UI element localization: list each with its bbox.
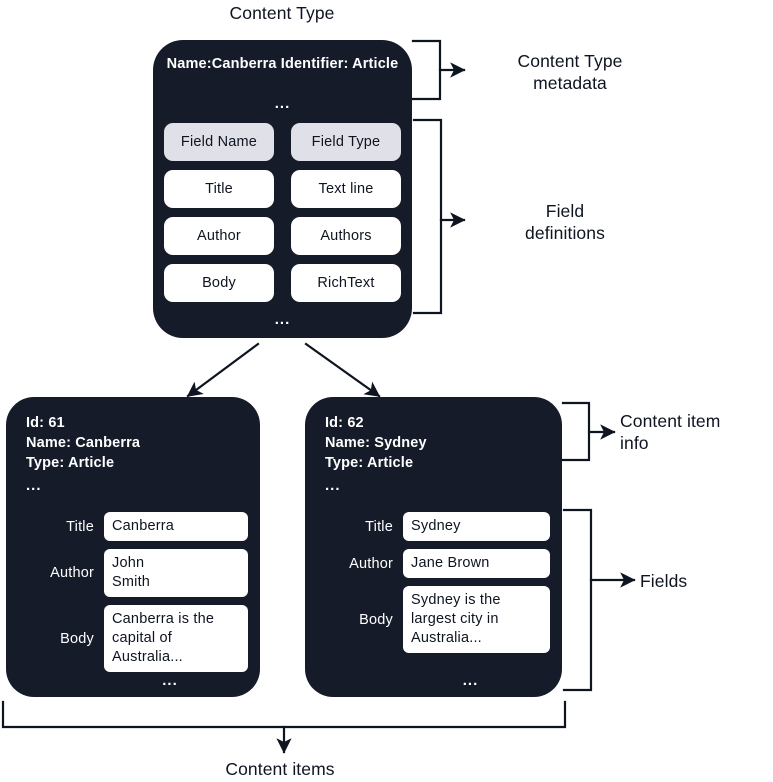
- arrow-to-content-item-61: [186, 342, 260, 398]
- content-item-info-ellipsis: ...: [26, 477, 42, 494]
- field-row: Author Jane Brown: [317, 549, 550, 578]
- field-type-header: Field Type: [291, 123, 401, 161]
- field-definitions-table: Field Name Field Type Title Text line Au…: [164, 123, 401, 302]
- page-title: Content Type: [229, 3, 335, 23]
- field-type-cell: Text line: [291, 170, 401, 208]
- field-name-cell: Author: [164, 217, 274, 255]
- label-content-type-metadata: Content Type metadata: [517, 51, 623, 93]
- content-item-info-ellipsis: ...: [325, 477, 341, 494]
- field-name-cell: Title: [164, 170, 274, 208]
- content-item-fields-ellipsis: ...: [162, 672, 178, 689]
- content-item-fields-ellipsis: ...: [462, 672, 479, 689]
- bracket-content-items: [1, 700, 567, 729]
- field-label: Author: [349, 555, 393, 572]
- bracket-fields: [562, 508, 593, 692]
- field-row: Title Sydney: [317, 512, 550, 541]
- content-item-info-text: Id: 62 Name: Sydney Type: Article: [325, 415, 427, 471]
- field-value: Sydney is the largest city in Australia.…: [403, 586, 550, 653]
- field-definitions-ellipsis: ...: [274, 311, 291, 328]
- bracket-content-type-metadata: [411, 39, 442, 101]
- field-row: Body Sydney is the largest city in Austr…: [317, 586, 550, 653]
- field-label: Author: [50, 565, 94, 581]
- label-content-item-info: Content item info: [620, 411, 721, 453]
- field-row: Body Canberra is the capital of Australi…: [18, 605, 248, 672]
- bracket-content-item-info: [561, 401, 591, 462]
- field-row: Author John Smith: [18, 549, 248, 597]
- label-content-items: Content items: [225, 759, 335, 779]
- content-item-card-62: Id: 62 Name: Sydney Type: Article ... Ti…: [305, 397, 562, 697]
- content-item-fields: Title Canberra Author John Smith Body Ca…: [18, 512, 248, 680]
- field-value: John Smith: [104, 549, 248, 597]
- content-type-metadata-text: Name:Canberra Identifier: Article: [166, 56, 399, 72]
- content-item-fields: Title Sydney Author Jane Brown Body Sydn…: [317, 512, 550, 661]
- bracket-field-definitions: [412, 118, 443, 315]
- content-type-card: Name:Canberra Identifier: Article ... Fi…: [153, 40, 412, 338]
- field-value: Canberra is the capital of Australia...: [104, 605, 248, 672]
- field-label: Body: [359, 611, 393, 628]
- content-item-card-61: Id: 61 Name: Canberra Type: Article ... …: [6, 397, 260, 697]
- field-name-header: Field Name: [164, 123, 274, 161]
- field-name-cell: Body: [164, 264, 274, 302]
- label-field-definitions: Field definitions: [525, 201, 605, 243]
- label-fields: Fields: [640, 571, 688, 591]
- field-row: Title Canberra: [18, 512, 248, 541]
- field-label: Title: [365, 518, 393, 535]
- content-item-info-text: Id: 61 Name: Canberra Type: Article: [26, 415, 141, 471]
- field-value: Jane Brown: [403, 549, 550, 578]
- arrow-to-content-item-62: [304, 342, 381, 398]
- field-value: Canberra: [104, 512, 248, 541]
- field-type-cell: Authors: [291, 217, 401, 255]
- content-type-metadata-ellipsis: ...: [274, 95, 291, 112]
- field-label: Body: [60, 630, 94, 647]
- field-label: Title: [66, 518, 94, 535]
- field-value: Sydney: [403, 512, 550, 541]
- field-type-cell: RichText: [291, 264, 401, 302]
